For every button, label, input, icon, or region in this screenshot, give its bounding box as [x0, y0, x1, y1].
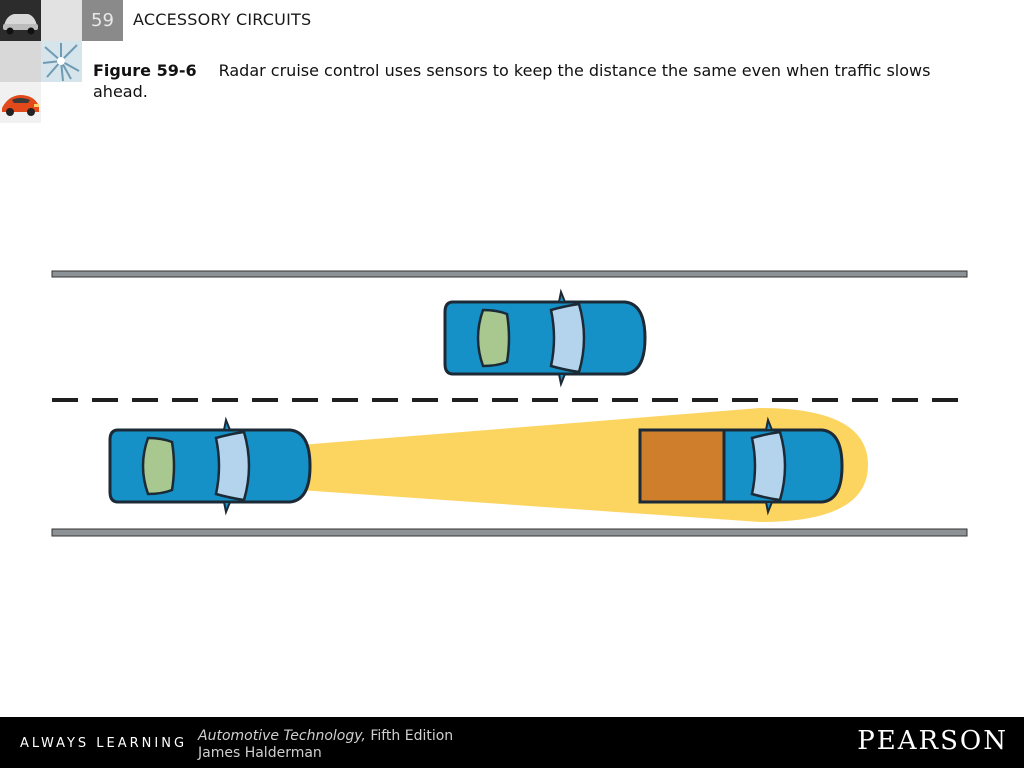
book-author: James Halderman [198, 745, 322, 761]
car-thumbnail [0, 0, 41, 41]
road-edge-top [51, 270, 968, 278]
book-title: Automotive Technology, [198, 728, 366, 744]
road-edge-bottom [51, 528, 968, 537]
following-car [108, 418, 312, 514]
lead-pickup-truck [638, 416, 844, 516]
figure-label: Figure 59-6 [93, 61, 197, 80]
truck-cargo-bed [638, 428, 726, 504]
gray-thumbnail [41, 0, 82, 41]
adjacent-lane-car [443, 290, 647, 386]
footer-tagline: ALWAYS LEARNING [20, 736, 188, 751]
header-thumbnails [0, 0, 82, 123]
chapter-title: ACCESSORY CIRCUITS [133, 10, 312, 29]
radar-cruise-diagram [0, 250, 1024, 550]
sports-car-thumbnail [0, 82, 41, 123]
diagram-svg [51, 270, 972, 537]
chapter-number: 59 [82, 0, 123, 41]
book-info: Automotive Technology, Fifth Edition Jam… [198, 728, 453, 762]
footer-bar: ALWAYS LEARNING Automotive Technology, F… [0, 717, 1024, 768]
gray-thumbnail [0, 41, 41, 82]
book-edition: Fifth Edition [365, 728, 454, 744]
figure-caption-text: Radar cruise control uses sensors to kee… [93, 61, 931, 101]
crystal-thumbnail [41, 41, 82, 82]
publisher-logo: PEARSON [857, 726, 1008, 756]
